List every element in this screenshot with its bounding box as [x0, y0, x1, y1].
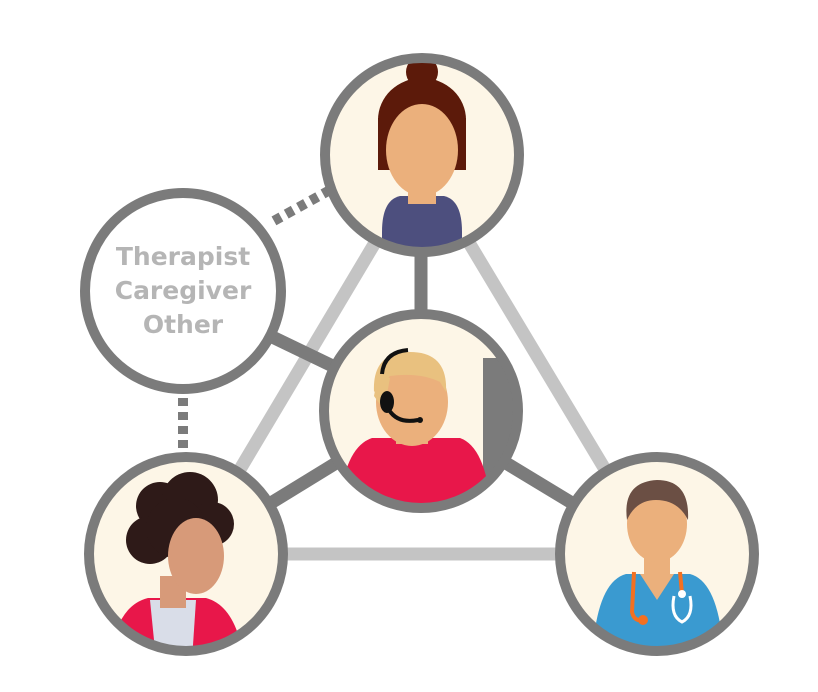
other-roles-label-therapist: Therapist: [116, 242, 250, 271]
spoke-to-family: [262, 454, 345, 512]
patient-node: [320, 53, 524, 257]
care-coordinator-node: [319, 309, 523, 513]
other-roles-label-other: Other: [143, 310, 224, 339]
doctor-node: [555, 452, 759, 656]
dotted-link-patient: [269, 185, 333, 227]
other-roles-circle: [80, 188, 286, 394]
doctor-stethoscope-icon: [592, 480, 724, 649]
spoke-to-other-roles: [259, 326, 346, 377]
patient-avatar-icon: [378, 61, 466, 249]
spoke-to-doctor: [497, 454, 581, 512]
other-roles-node: Therapist Caregiver Other: [80, 188, 286, 394]
link-patient-doctor: [456, 227, 615, 480]
spoke-links: [259, 246, 581, 512]
family-member-node: [84, 452, 288, 656]
other-roles-label-caregiver: Caregiver: [115, 276, 252, 305]
dotted-links: [178, 185, 333, 450]
